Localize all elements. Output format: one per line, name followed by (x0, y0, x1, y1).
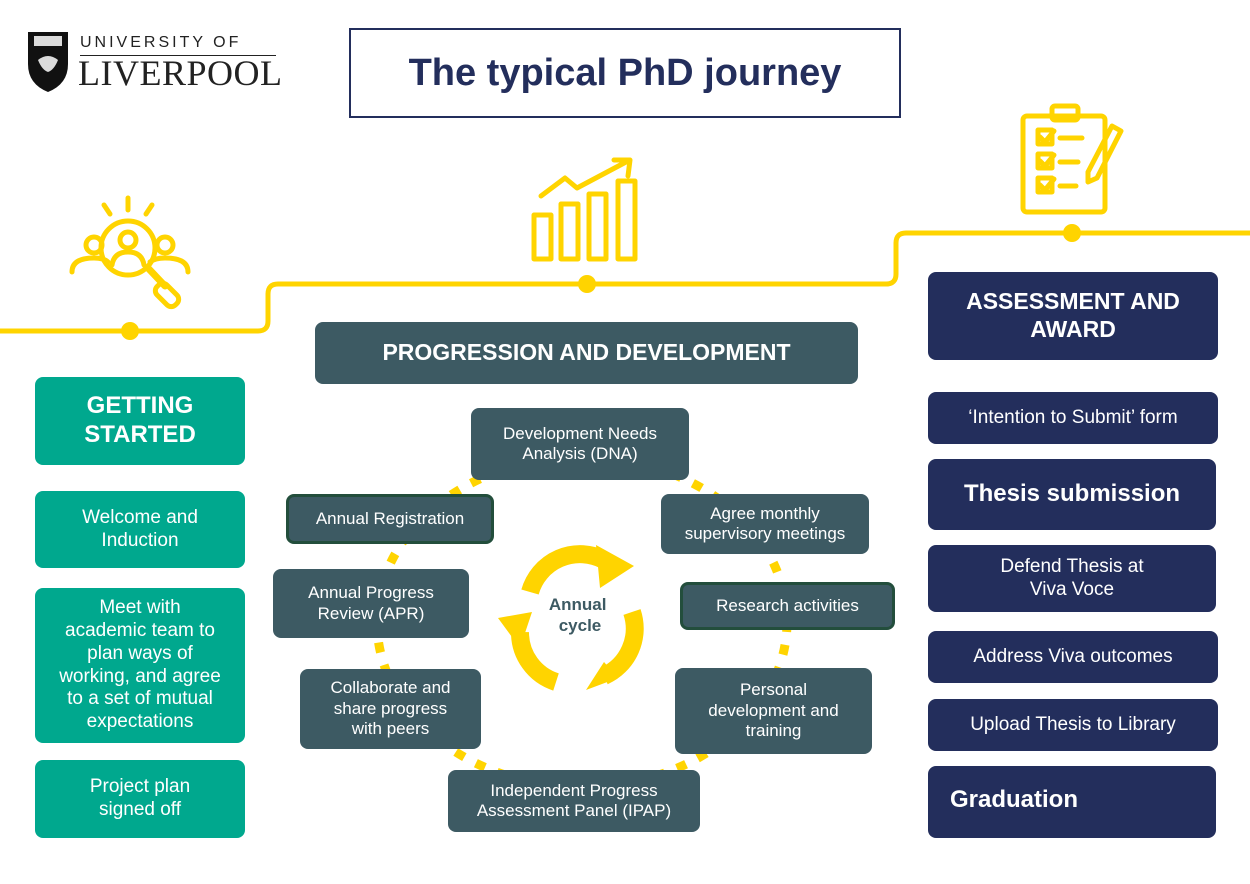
people-search-icon (69, 195, 191, 310)
upload-thesis-box: Upload Thesis to Library (928, 699, 1218, 751)
cycle-item-personal-development: Personal development and training (675, 668, 872, 754)
cycle-label: Annual cycle (549, 595, 611, 635)
cycle-arrowheads (498, 545, 634, 690)
shield-icon (28, 32, 68, 92)
cycle-item-ipap: Independent Progress Assessment Panel (I… (448, 770, 700, 832)
welcome-induction-box: Welcome and Induction (35, 491, 245, 568)
cycle-label-line-2: cycle (559, 616, 602, 635)
project-plan-box: Project plan signed off (35, 760, 245, 838)
defend-thesis-box: Defend Thesis at Viva Voce (928, 545, 1216, 612)
page-title: The typical PhD journey (349, 28, 901, 118)
graduation-label: Graduation (950, 786, 1079, 813)
getting-started-heading: GETTING STARTED (35, 377, 245, 465)
meet-academic-team-box: Meet with academic team to plan ways of … (35, 588, 245, 743)
cycle-item-dna: Development Needs Analysis (DNA) (471, 408, 689, 480)
cycle-label-line-1: Annual (549, 595, 607, 614)
progression-heading: PROGRESSION AND DEVELOPMENT (315, 322, 858, 384)
logo-text-liverpool: LIVERPOOL (78, 53, 283, 93)
logo-divider (80, 55, 276, 56)
logo-text-university-of: UNIVERSITY OF (80, 34, 242, 51)
intention-to-submit-box: ‘Intention to Submit’ form (928, 392, 1218, 444)
cycle-item-collaborate-peers: Collaborate and share progress with peer… (300, 669, 481, 749)
cycle-item-research-activities: Research activities (680, 582, 895, 630)
clipboard-checklist-icon (1020, 103, 1124, 215)
graduation-box: Graduation (928, 766, 1216, 838)
assessment-heading: ASSESSMENT AND AWARD (928, 272, 1218, 360)
cycle-item-apr: Annual Progress Review (APR) (273, 569, 469, 638)
growth-chart-icon (531, 157, 638, 262)
address-viva-box: Address Viva outcomes (928, 631, 1218, 683)
timeline-dot-assessment (1063, 224, 1081, 242)
timeline-dot-progression (578, 275, 596, 293)
university-shield-logo (26, 30, 70, 94)
timeline-dot-start (121, 322, 139, 340)
thesis-submission-box: Thesis submission (928, 459, 1216, 530)
cycle-item-supervisory-meetings: Agree monthly supervisory meetings (661, 494, 869, 554)
cycle-item-annual-registration: Annual Registration (286, 494, 494, 544)
